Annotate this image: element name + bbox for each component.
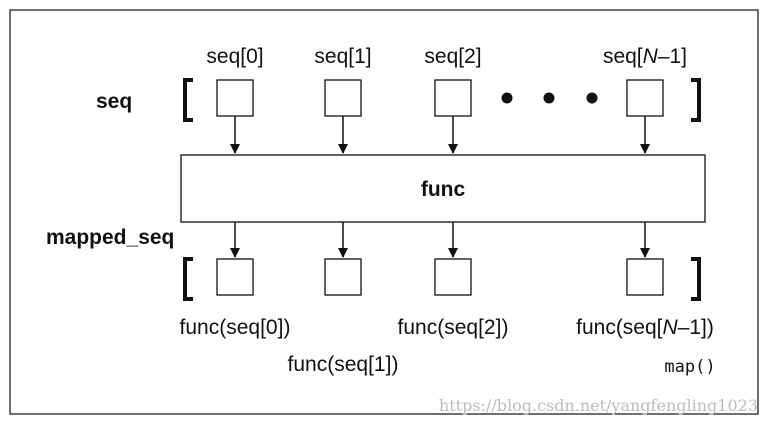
func-box [180,154,706,223]
seq-right-bracket [691,78,701,122]
input-box-0 [216,79,254,117]
output-item-label-2: func(seq[2]) [398,316,509,339]
mapped-seq-label: mapped_seq [46,226,174,249]
input-box-1 [324,79,362,117]
output-box-2 [434,258,472,296]
mapped-seq-right-bracket [691,257,701,301]
input-box-2 [434,79,472,117]
output-box-0 [216,258,254,296]
ellipsis-dot-1 [501,92,513,104]
input-item-label-3: seq[N–1] [603,45,687,68]
output-box-1 [324,258,362,296]
input-item-label-2: seq[2] [424,45,481,68]
input-item-label-0: seq[0] [206,45,263,68]
func-label: func [421,178,466,201]
ellipsis-dot-2 [543,92,555,104]
output-box-3 [626,258,664,296]
diagram-frame [9,9,759,415]
map-caption: map() [664,357,715,377]
mapped-seq-left-bracket [183,257,193,301]
seq-left-bracket [183,78,193,122]
seq-label: seq [96,90,132,113]
input-item-label-1: seq[1] [314,45,371,68]
output-item-label-1: func(seq[1]) [288,353,399,376]
ellipsis-dot-3 [586,92,598,104]
input-box-3 [626,79,664,117]
output-item-label-3: func(seq[N–1]) [576,316,714,339]
watermark-text: https://blog.csdn.net/yangfengling1023 [439,396,758,415]
output-item-label-0: func(seq[0]) [180,316,291,339]
